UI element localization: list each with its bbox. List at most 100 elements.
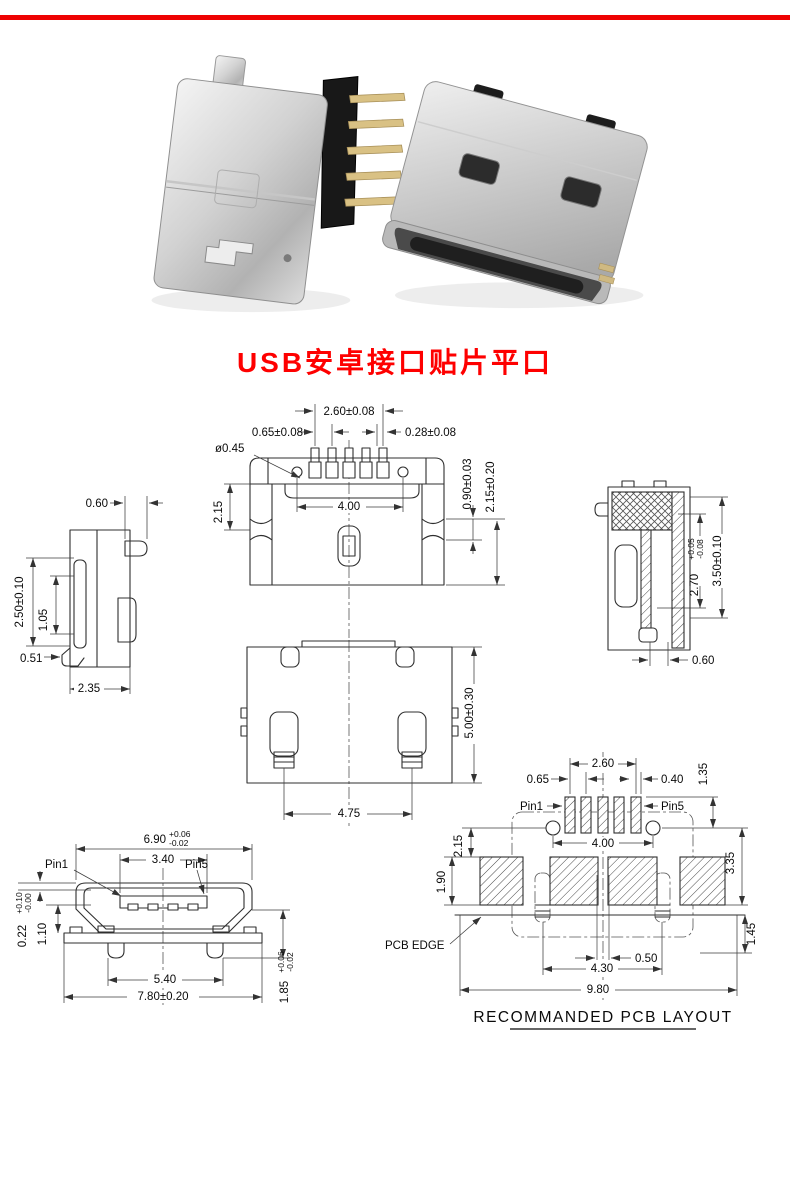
dim-leg-height: 2.15±0.20 bbox=[485, 461, 497, 512]
dim-height-value: 1.85 bbox=[279, 981, 291, 1003]
dim-hole-span: 4.00 bbox=[592, 838, 614, 850]
shell-seam bbox=[166, 180, 315, 201]
back-view: 2.60±0.08 0.65±0.08 0.28±0.08 ø0.45 4.00… bbox=[213, 404, 505, 638]
pin-tip bbox=[598, 274, 615, 285]
dim-step-minus: -0.00 bbox=[23, 893, 33, 913]
dim-step-value: 0.22 bbox=[17, 925, 29, 947]
pin5-label: Pin5 bbox=[185, 859, 208, 871]
dim-step-plus: +0.10 bbox=[14, 892, 24, 914]
top-view: 5.00±0.30 4.75 bbox=[240, 640, 482, 826]
dim-leg-span: 4.30 bbox=[591, 963, 613, 975]
smt-pin bbox=[124, 540, 148, 557]
tongue-section bbox=[640, 529, 652, 629]
notch bbox=[280, 646, 300, 668]
tongue bbox=[119, 895, 208, 909]
left-side-view: 0.60 2.50±0.10 1.05 0.51 2.35 bbox=[14, 496, 163, 695]
body bbox=[246, 646, 453, 784]
pin5-label: Pin5 bbox=[661, 801, 684, 813]
recess bbox=[284, 483, 420, 499]
product-photo bbox=[151, 55, 648, 313]
rivet-hole bbox=[291, 466, 303, 478]
dim-shoulder: 2.15 bbox=[213, 501, 225, 523]
dim-pad-height: 1.90 bbox=[436, 871, 448, 893]
dim-hole-span: 4.00 bbox=[338, 501, 360, 513]
center-slot bbox=[337, 525, 361, 567]
pcb-layout: 2.60 0.65 0.40 Pin1 Pin5 1.35 4.00 2.15 … bbox=[385, 752, 758, 1030]
dim-width: 6.90 +0.06 -0.02 bbox=[144, 829, 191, 848]
shell-seam bbox=[166, 186, 315, 206]
body bbox=[607, 486, 691, 651]
tongue-teeth bbox=[127, 903, 199, 911]
latch-stamp bbox=[214, 169, 260, 209]
dim-pad-offset: 1.35 bbox=[698, 763, 710, 785]
dim-pin-span: 2.60±0.08 bbox=[323, 406, 374, 418]
latch-bump bbox=[117, 597, 137, 643]
dim-leg-span: 4.75 bbox=[338, 808, 360, 820]
weld-mark bbox=[283, 254, 292, 263]
shell-inner bbox=[83, 887, 245, 930]
shield-flap bbox=[73, 559, 87, 649]
solder-leg bbox=[269, 711, 299, 769]
dim-depth-plus: +0.05 bbox=[686, 538, 696, 560]
dim-pad-width: 0.40 bbox=[661, 774, 683, 786]
dim-hole-offset: 2.15 bbox=[453, 835, 465, 857]
dim-depth: 5.00±0.30 bbox=[464, 687, 476, 738]
rear-wall bbox=[671, 491, 685, 649]
technical-drawings: 2.60±0.08 0.65±0.08 0.28±0.08 ø0.45 4.00… bbox=[14, 404, 758, 1030]
dim-width-minus: -0.02 bbox=[169, 838, 189, 848]
shell-body bbox=[249, 483, 445, 586]
pcb-layout-caption: RECOMMANDED PCB LAYOUT bbox=[473, 1009, 732, 1026]
dim-flap: 1.05 bbox=[38, 609, 50, 631]
dim-height: 2.50±0.10 bbox=[14, 576, 26, 627]
micro-usb-connector-top bbox=[382, 81, 648, 305]
dim-tongue: 3.40 bbox=[152, 854, 174, 866]
crimp-block bbox=[611, 491, 679, 531]
flange bbox=[63, 932, 263, 944]
dim-depth: 2.70 +0.05 -0.08 bbox=[686, 538, 705, 596]
pin1-label: Pin1 bbox=[520, 801, 543, 813]
smt-pin bbox=[594, 502, 609, 517]
dim-height: 3.50±0.10 bbox=[712, 535, 724, 586]
dim-pad-pitch: 0.65 bbox=[527, 774, 549, 786]
dim-hole-dia: ø0.45 bbox=[215, 443, 244, 455]
rivet-hole bbox=[397, 466, 409, 478]
dim-cavity: 1.10 bbox=[37, 923, 49, 945]
solder-leg bbox=[397, 711, 427, 769]
dim-depth: 3.35 bbox=[725, 852, 737, 874]
dim-edge-offset: 1.45 bbox=[746, 923, 758, 945]
dim-height: 1.85 +0.06 -0.02 bbox=[276, 951, 295, 1003]
leg-feet bbox=[534, 904, 671, 918]
dim-step: 0.90±0.03 bbox=[462, 458, 474, 509]
pcb-edge-label: PCB EDGE bbox=[385, 940, 445, 952]
latch-hole bbox=[458, 153, 500, 185]
leg-notches bbox=[249, 518, 445, 541]
dim-total-width: 9.80 bbox=[587, 984, 609, 996]
right-side-view: 2.70 +0.05 -0.08 3.50±0.10 0.60 bbox=[594, 480, 730, 667]
pin-carrier bbox=[320, 76, 359, 229]
dim-wall: 0.60 bbox=[692, 655, 714, 667]
pin-tip bbox=[598, 262, 615, 274]
dim-leg-span: 5.40 bbox=[154, 974, 176, 986]
dim-pin-width: 0.28±0.08 bbox=[405, 427, 456, 439]
dim-width-value: 6.90 bbox=[144, 834, 166, 846]
shell-seam bbox=[417, 120, 637, 182]
front-view: 0.22 +0.10 -0.00 1.10 6.90 +0.06 -0.02 3… bbox=[14, 829, 295, 1005]
dim-center-gap: 0.50 bbox=[635, 953, 657, 965]
dim-total-width: 7.80±0.20 bbox=[137, 991, 188, 1003]
foot bbox=[638, 627, 658, 643]
center-slot-inner bbox=[342, 535, 356, 557]
dim-pin-width: 0.60 bbox=[86, 498, 108, 510]
locating-hole bbox=[545, 820, 561, 836]
cavity bbox=[614, 544, 638, 608]
dim-height-plus: +0.06 bbox=[276, 951, 286, 973]
dim-height-minus: -0.02 bbox=[285, 952, 295, 972]
dim-pin-pitch: 0.65±0.08 bbox=[252, 427, 303, 439]
gold-pins bbox=[344, 92, 406, 207]
dim-step: 0.22 +0.10 -0.00 bbox=[14, 892, 33, 947]
product-title: USB安卓接口贴片平口 bbox=[236, 347, 554, 378]
dim-width-plus: +0.06 bbox=[169, 829, 191, 839]
micro-usb-connector-side bbox=[153, 55, 406, 305]
latch-spring bbox=[204, 239, 254, 267]
notch bbox=[395, 646, 415, 668]
